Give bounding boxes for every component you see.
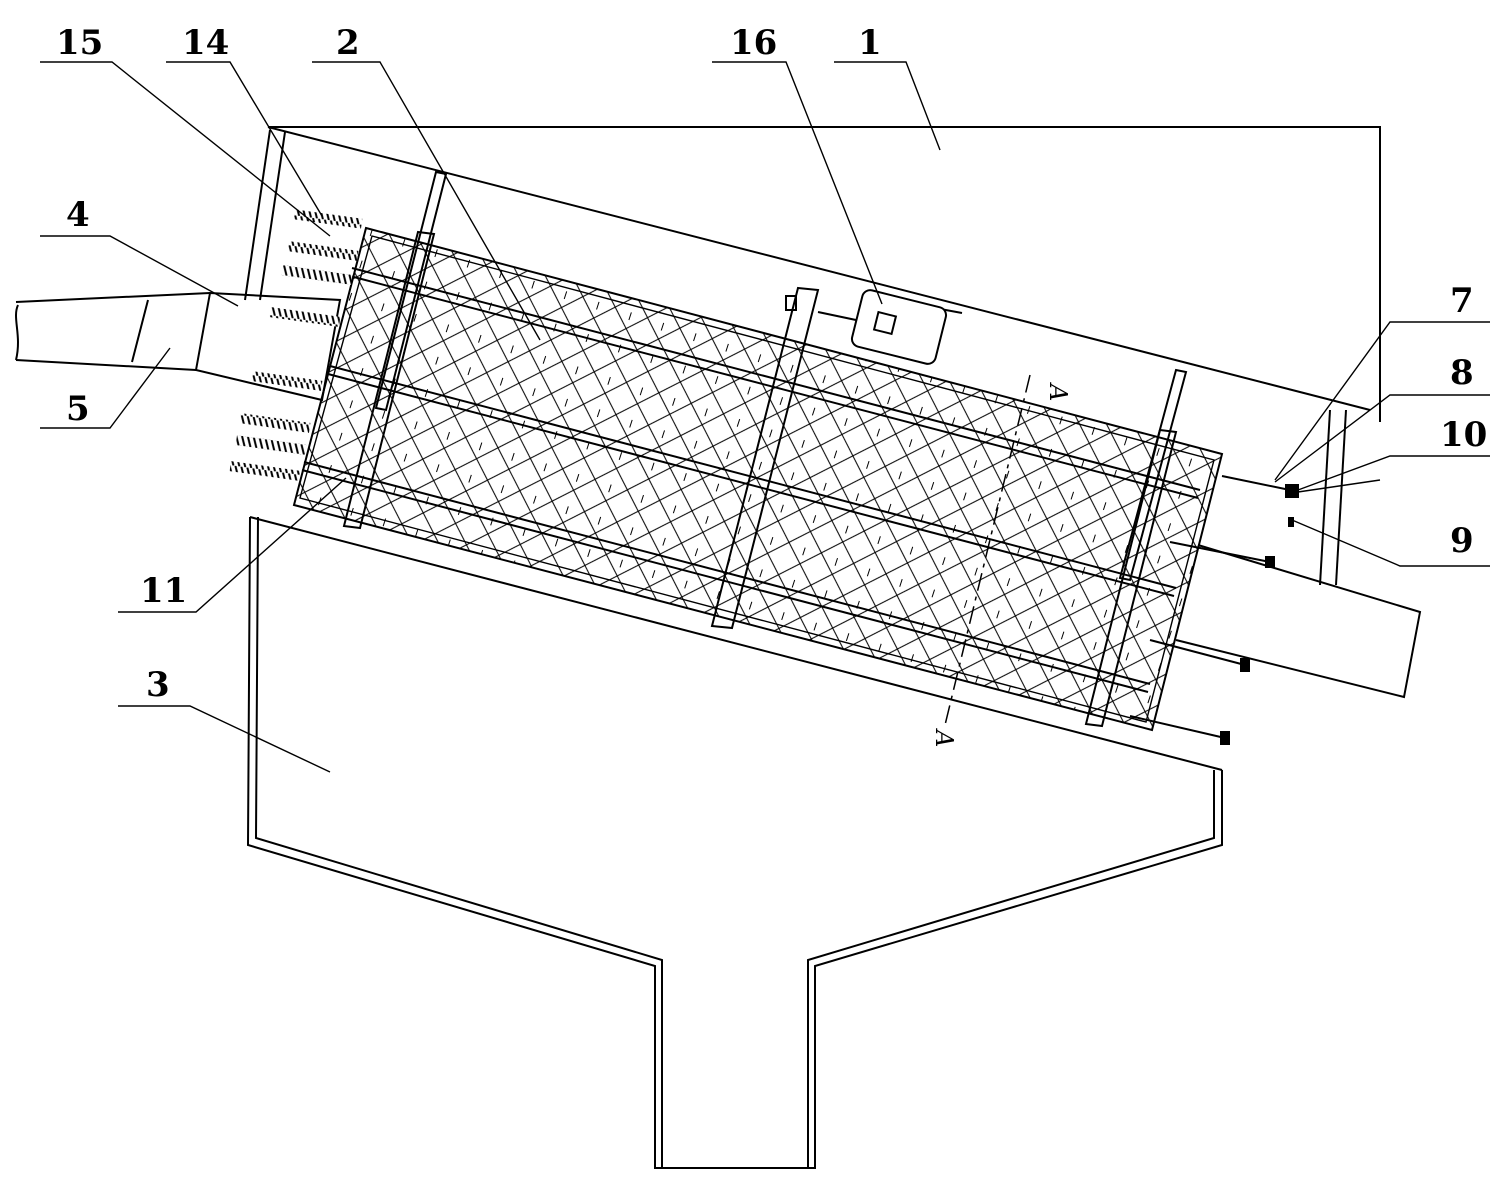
section-mark-bottom: A [930,728,958,747]
label-14: 14 [182,23,229,63]
leader-lines [40,61,1490,773]
label-4: 4 [66,195,90,235]
support-plate-left [342,170,448,530]
label-15: 15 [56,23,103,63]
discharge-chute [1175,544,1422,699]
label-3: 3 [146,665,170,705]
motor [785,289,948,365]
callout-labels: 15 14 2 16 1 4 5 7 8 10 9 11 3 [56,23,1487,705]
label-10: 10 [1440,415,1487,455]
label-11: 11 [140,571,187,611]
screen-drum [292,226,1299,745]
section-mark-top: A [1044,382,1072,401]
section-line: A A [930,374,1072,747]
label-5: 5 [66,389,90,429]
drum-rods [301,267,1201,693]
support-plate-right [1084,368,1188,728]
label-2: 2 [336,23,360,63]
label-7: 7 [1450,281,1474,321]
label-1: 1 [858,23,882,63]
label-9: 9 [1450,521,1474,561]
hopper [246,516,1223,1169]
upper-frame [244,126,1381,586]
label-16: 16 [730,23,777,63]
springs [229,209,363,481]
rack-gear [710,286,820,630]
label-8: 8 [1450,353,1474,393]
